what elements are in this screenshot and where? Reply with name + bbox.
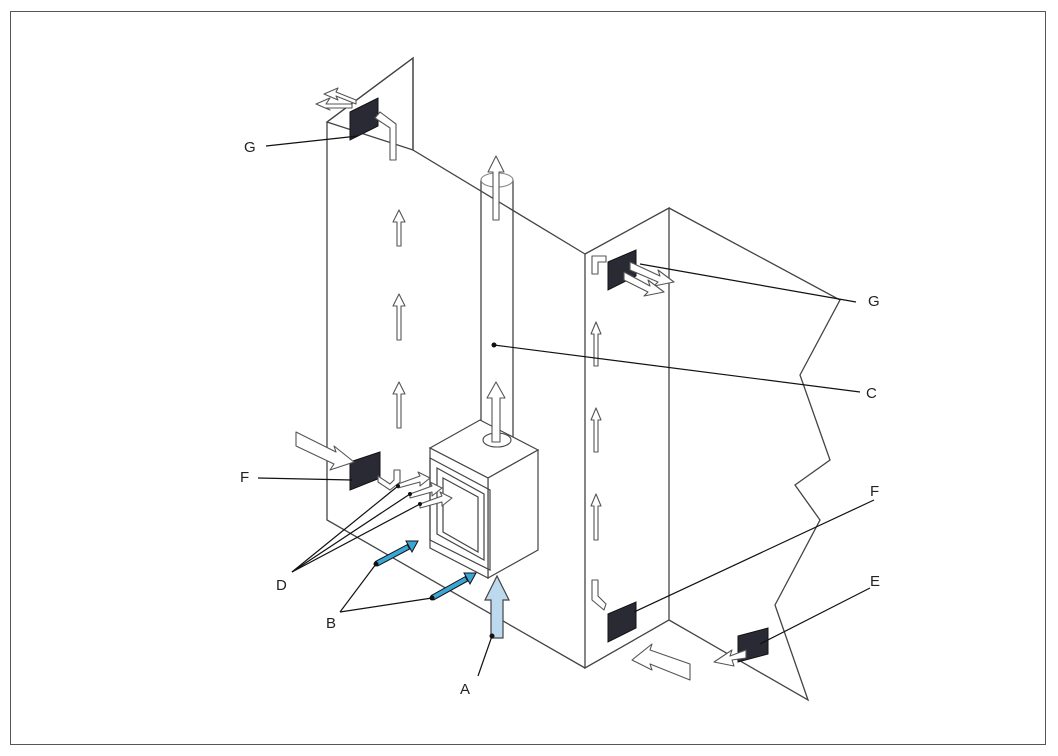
label-b: B: [326, 615, 336, 632]
label-a: A: [460, 681, 470, 698]
left-wall-outline: [326, 56, 586, 669]
airflow-up-arrows-left: [392, 209, 406, 429]
supply-air-arrows: [374, 540, 477, 601]
diagram-frame: [10, 11, 1046, 745]
leader-lines: [257, 135, 875, 677]
label-f-right: F: [870, 483, 879, 500]
label-e: E: [870, 573, 880, 590]
exhaust-duct: [480, 180, 514, 440]
exhaust-grille-right: [591, 249, 675, 297]
recirculation-arrows: [397, 471, 453, 509]
outdoor-air-arrow: [484, 574, 510, 639]
right-panel: [584, 206, 841, 702]
airflow-up-arrows-right: [590, 321, 602, 541]
label-g-right: G: [868, 293, 880, 310]
label-f-left: F: [240, 469, 249, 486]
air-handling-unit: [428, 419, 540, 580]
label-c: C: [866, 385, 877, 402]
outdoor-grille: [713, 627, 769, 667]
return-grille-left: [295, 431, 401, 491]
exhaust-grille-top-left: [315, 87, 397, 161]
label-d: D: [276, 577, 287, 594]
return-grille-right: [591, 579, 691, 681]
label-g-top-left: G: [244, 139, 256, 156]
airflow-up-arrows-duct: [486, 155, 506, 443]
